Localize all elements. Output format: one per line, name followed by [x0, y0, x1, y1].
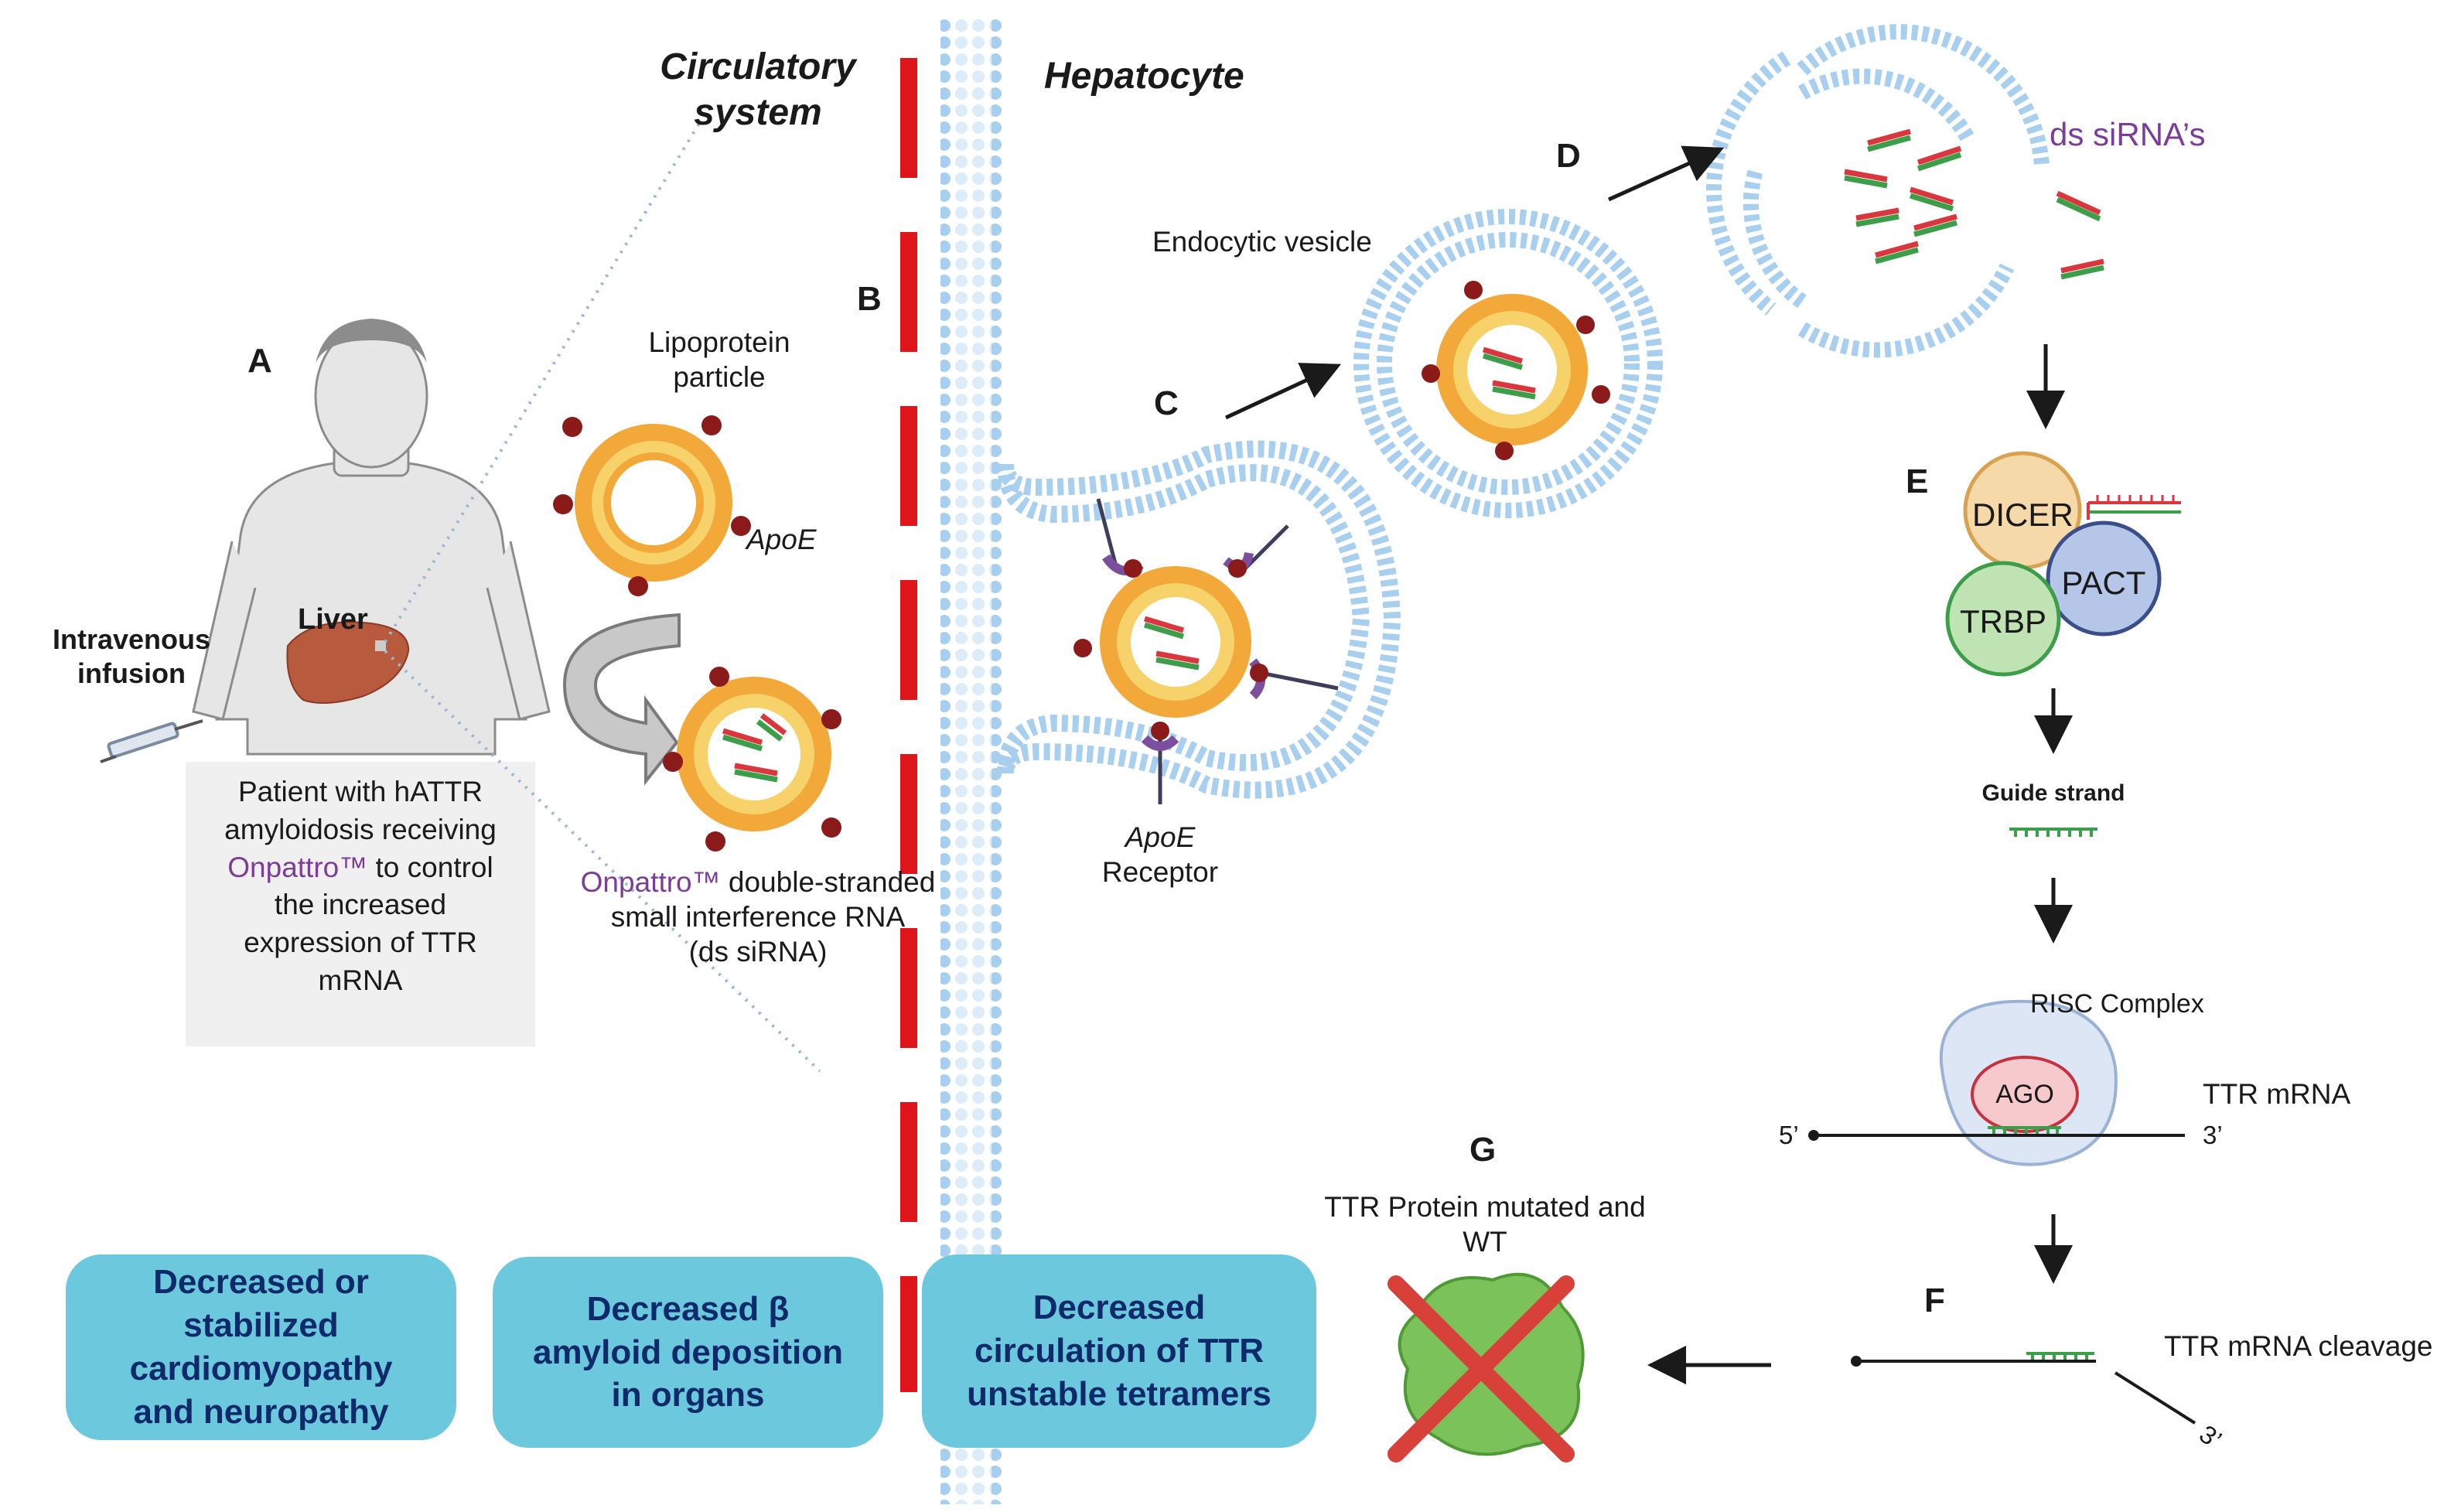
five-prime-label: 5’ — [1779, 1121, 1799, 1149]
apoe-receptor-label: ApoE Receptor — [1083, 820, 1237, 889]
cleaved-mrna — [1851, 1352, 2196, 1425]
ttr-protein-crossed — [1388, 1272, 1585, 1463]
sirna-line2: small interference RNA — [610, 901, 906, 933]
ruptured-vesicle — [1706, 24, 2104, 358]
label-d: D — [1556, 137, 1581, 175]
patient-caption-panel — [186, 762, 535, 1046]
outcome-1-line4: and neuropathy — [133, 1392, 389, 1431]
dicer-complex — [1945, 451, 2181, 677]
flow-arrows — [1224, 145, 2073, 1384]
outcome-1-line1: Decreased or — [153, 1263, 369, 1302]
ttr-protein-line1: TTR Protein mutated and — [1324, 1191, 1646, 1223]
liver-zoom-marker — [375, 640, 386, 651]
apoe-label: ApoE — [746, 524, 817, 555]
label-b: B — [857, 280, 882, 318]
infusion-line2: infusion — [77, 657, 186, 689]
infusion-label: Intravenous infusion — [43, 623, 220, 691]
endocytic-vesicle — [1353, 209, 1663, 518]
circulatory-system-title: Circulatory system — [642, 45, 874, 135]
outcome-2-line1: Decreased β — [586, 1289, 790, 1328]
ttr-mrna-label: TTR mRNA — [2203, 1078, 2351, 1110]
dicer-label: DICER — [1972, 497, 2074, 533]
label-g: G — [1469, 1131, 1497, 1169]
outcome-2-line3: in organs — [611, 1376, 765, 1415]
patient-caption: Patient with hATTR amyloidosis receiving… — [186, 773, 535, 1000]
hepatocyte-title: Hepatocyte — [1044, 56, 1244, 97]
sirna-label: Onpattro™ double-stranded small interfer… — [541, 865, 975, 969]
three-prime-label: 3’ — [2203, 1121, 2223, 1149]
outcome-2-line2: amyloid deposition — [533, 1333, 843, 1371]
lipoprotein-label: Lipoprotein particle — [603, 325, 835, 394]
lipoprotein-line2: particle — [673, 361, 766, 394]
lipoprotein-particle — [553, 415, 751, 596]
ttr-cleavage-label: TTR mRNA cleavage — [2164, 1330, 2433, 1362]
circulatory-line1: Circulatory — [660, 46, 856, 87]
receptor-bound-particle — [1073, 498, 1339, 804]
label-f: F — [1924, 1282, 1945, 1319]
outcome-1-line3: cardiomyopathy — [129, 1350, 393, 1387]
lipoprotein-line1: Lipoprotein — [648, 326, 790, 358]
sirna-line3: (ds siRNA) — [688, 936, 828, 968]
caption-line6: mRNA — [318, 964, 403, 997]
outcome-3-line3: unstable tetramers — [967, 1374, 1271, 1413]
caption-line3-rest: to control — [367, 851, 493, 883]
receptor-line1: ApoE — [1125, 821, 1196, 853]
caption-line1: Patient with hATTR — [238, 776, 483, 807]
risc-complex — [1808, 999, 2185, 1166]
risc-complex-label: RISC Complex — [2030, 989, 2204, 1019]
loading-arrow — [562, 613, 681, 786]
label-c: C — [1154, 384, 1179, 422]
caption-line4: the increased — [274, 889, 447, 921]
outcome-3-line2: circulation of TTR — [974, 1332, 1264, 1370]
ago-label: AGO — [1995, 1080, 2054, 1109]
endocytic-vesicle-label: Endocytic vesicle — [1152, 226, 1372, 258]
guide-strand-mark — [2009, 828, 2097, 837]
liver-label: Liver — [298, 603, 368, 636]
circulatory-line2: system — [694, 91, 822, 133]
infusion-line1: Intravenous — [52, 623, 211, 655]
outcome-box-cardiomyopathy: Decreased or stabilized cardiomyopathy a… — [66, 1254, 456, 1440]
sirna-line1-rest: double-stranded — [720, 866, 936, 898]
outcome-box-tetramers: Decreased circulation of TTR unstable te… — [922, 1254, 1316, 1448]
label-e: E — [1906, 462, 1929, 500]
receptor-line2: Receptor — [1101, 856, 1219, 889]
sirna-particle — [663, 667, 841, 852]
caption-line5: expression of TTR — [244, 927, 477, 959]
outcome-3-line1: Decreased — [1033, 1288, 1206, 1327]
ds-sirna-release-label: ds siRNA’s — [2050, 116, 2206, 152]
caption-line2: amyloidosis receiving — [224, 813, 497, 845]
ttr-protein-label: TTR Protein mutated and WT — [1284, 1189, 1686, 1259]
ttr-protein-line2: WT — [1463, 1226, 1507, 1258]
pact-label: PACT — [2061, 565, 2146, 601]
guide-strand-label: Guide strand — [1981, 780, 2125, 806]
trbp-label: TRBP — [1959, 603, 2046, 640]
syringe-icon — [100, 719, 203, 763]
outcome-1-line2: stabilized — [183, 1306, 339, 1345]
outcome-box-amyloid: Decreased β amyloid deposition in organs — [493, 1257, 883, 1448]
sirna-drug: Onpattro™ — [580, 866, 721, 898]
caption-drug: Onpattro™ — [227, 851, 368, 883]
label-a: A — [247, 342, 272, 380]
